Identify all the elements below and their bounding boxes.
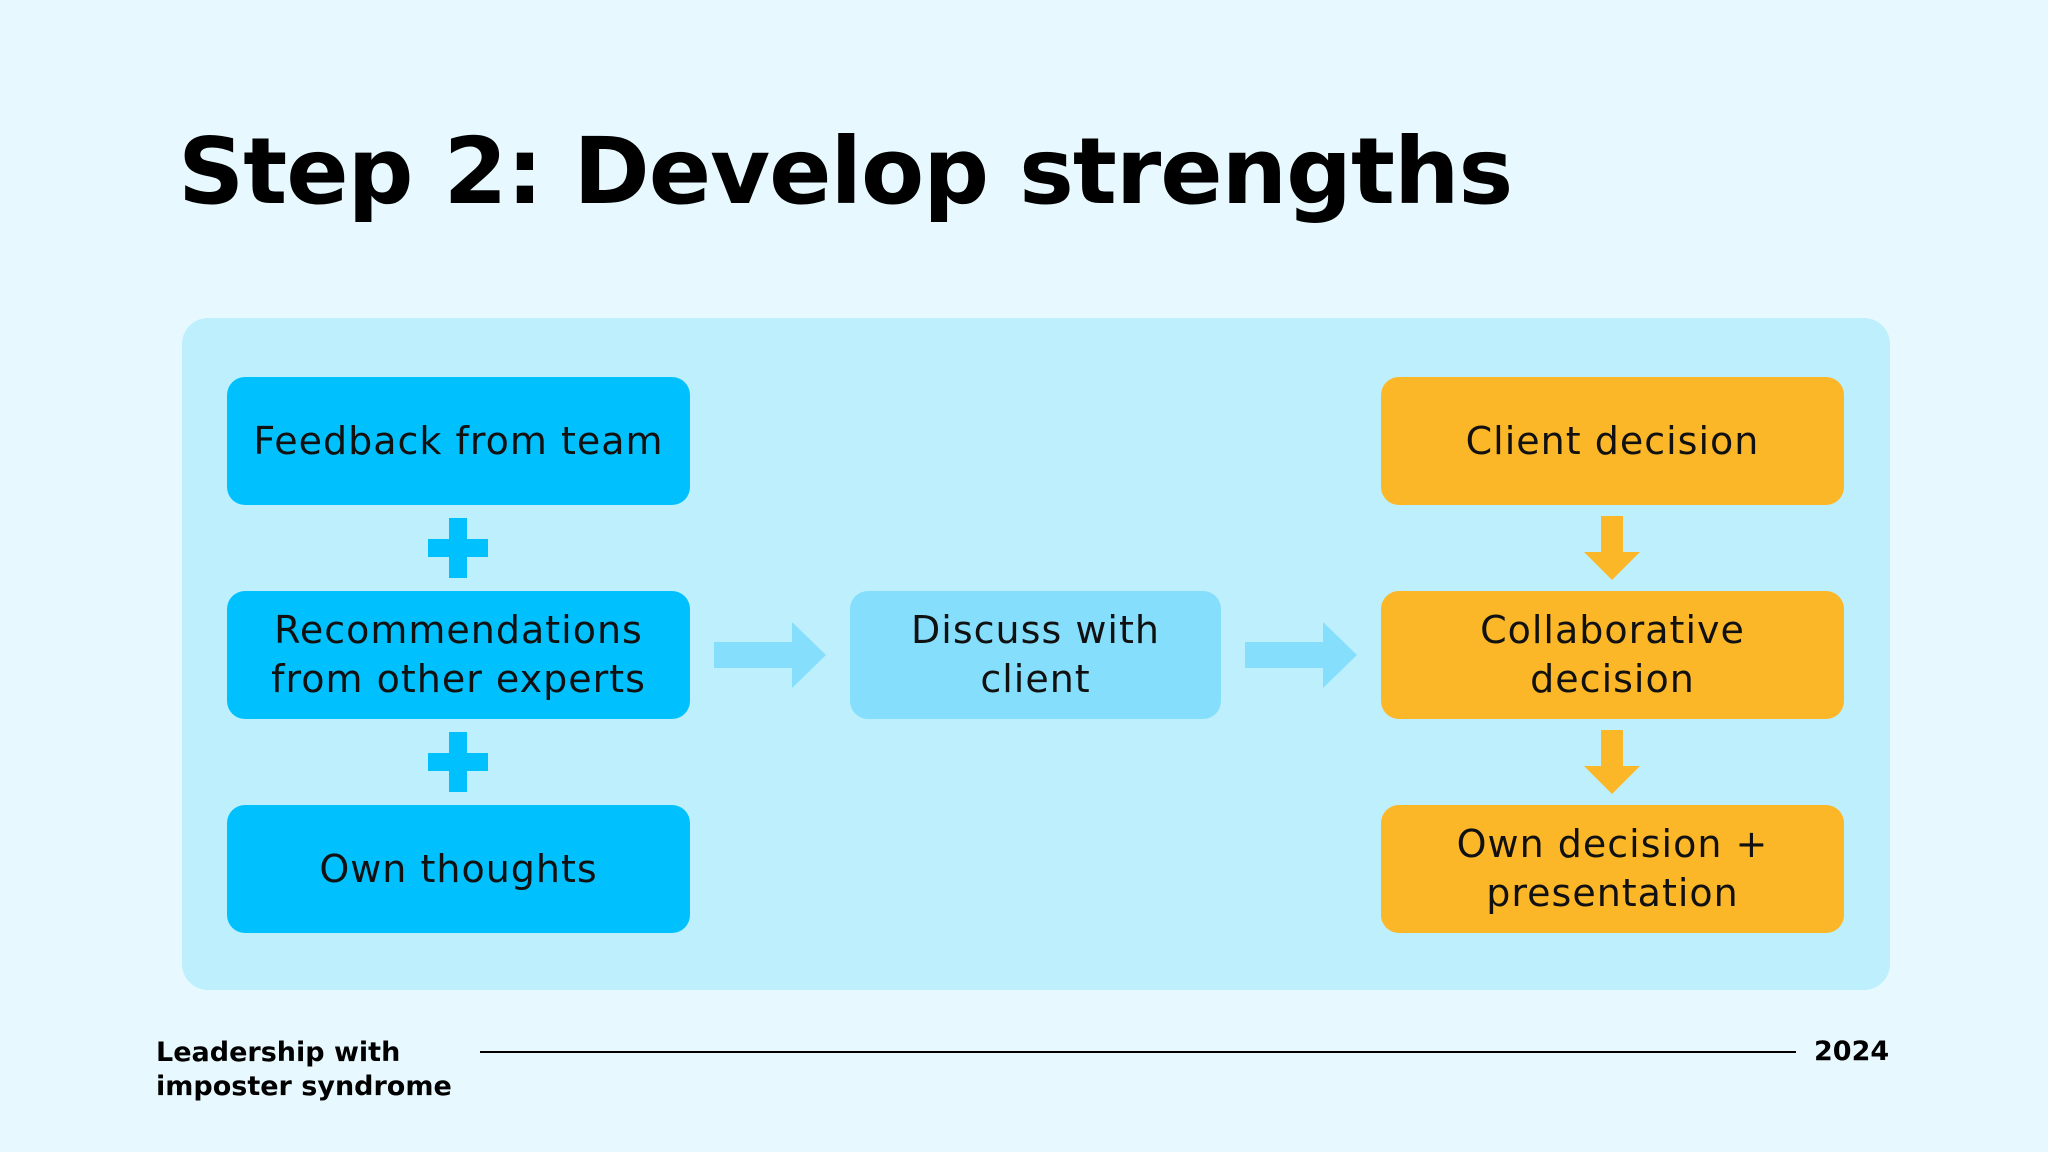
plus-icon	[428, 732, 488, 792]
output-box-label: Collaborative decision	[1480, 608, 1745, 701]
input-box-label: Recommendations from other experts	[271, 608, 646, 701]
page-title: Step 2: Develop strengths	[178, 118, 1513, 225]
input-box-label: Own thoughts	[319, 846, 598, 891]
input-box-label: Feedback from team	[253, 418, 664, 463]
middle-box-discuss: Discuss with client	[850, 591, 1221, 719]
output-box-own-decision: Own decision + presentation	[1381, 805, 1844, 933]
input-box-recommendations: Recommendations from other experts	[227, 591, 690, 719]
arrow-right-icon	[714, 622, 826, 688]
footer-deck-title: Leadership with imposter syndrome	[156, 1036, 456, 1105]
output-box-collaborative-decision: Collaborative decision	[1381, 591, 1844, 719]
arrow-down-icon	[1584, 730, 1640, 794]
output-box-client-decision: Client decision	[1381, 377, 1844, 505]
output-box-label: Own decision + presentation	[1456, 822, 1769, 915]
footer-deck-title-text: Leadership with imposter syndrome	[156, 1037, 452, 1103]
arrow-right-icon	[1245, 622, 1357, 688]
plus-icon	[428, 518, 488, 578]
footer-year: 2024	[1814, 1036, 1890, 1067]
output-box-label: Client decision	[1465, 418, 1760, 463]
arrow-down-icon	[1584, 516, 1640, 580]
footer-divider	[480, 1051, 1796, 1053]
middle-box-label: Discuss with client	[911, 608, 1160, 701]
input-box-own-thoughts: Own thoughts	[227, 805, 690, 933]
input-box-feedback: Feedback from team	[227, 377, 690, 505]
